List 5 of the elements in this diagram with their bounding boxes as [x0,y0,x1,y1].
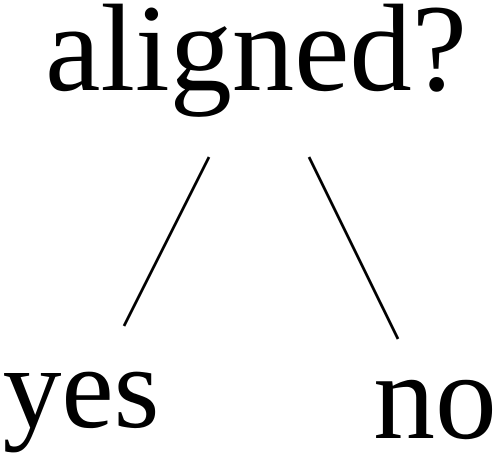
question-text: aligned? [49,4,462,117]
answer-text: no [376,380,492,440]
branch-line [308,156,400,340]
branch-line [122,156,210,327]
answer-text: yes [4,372,156,452]
